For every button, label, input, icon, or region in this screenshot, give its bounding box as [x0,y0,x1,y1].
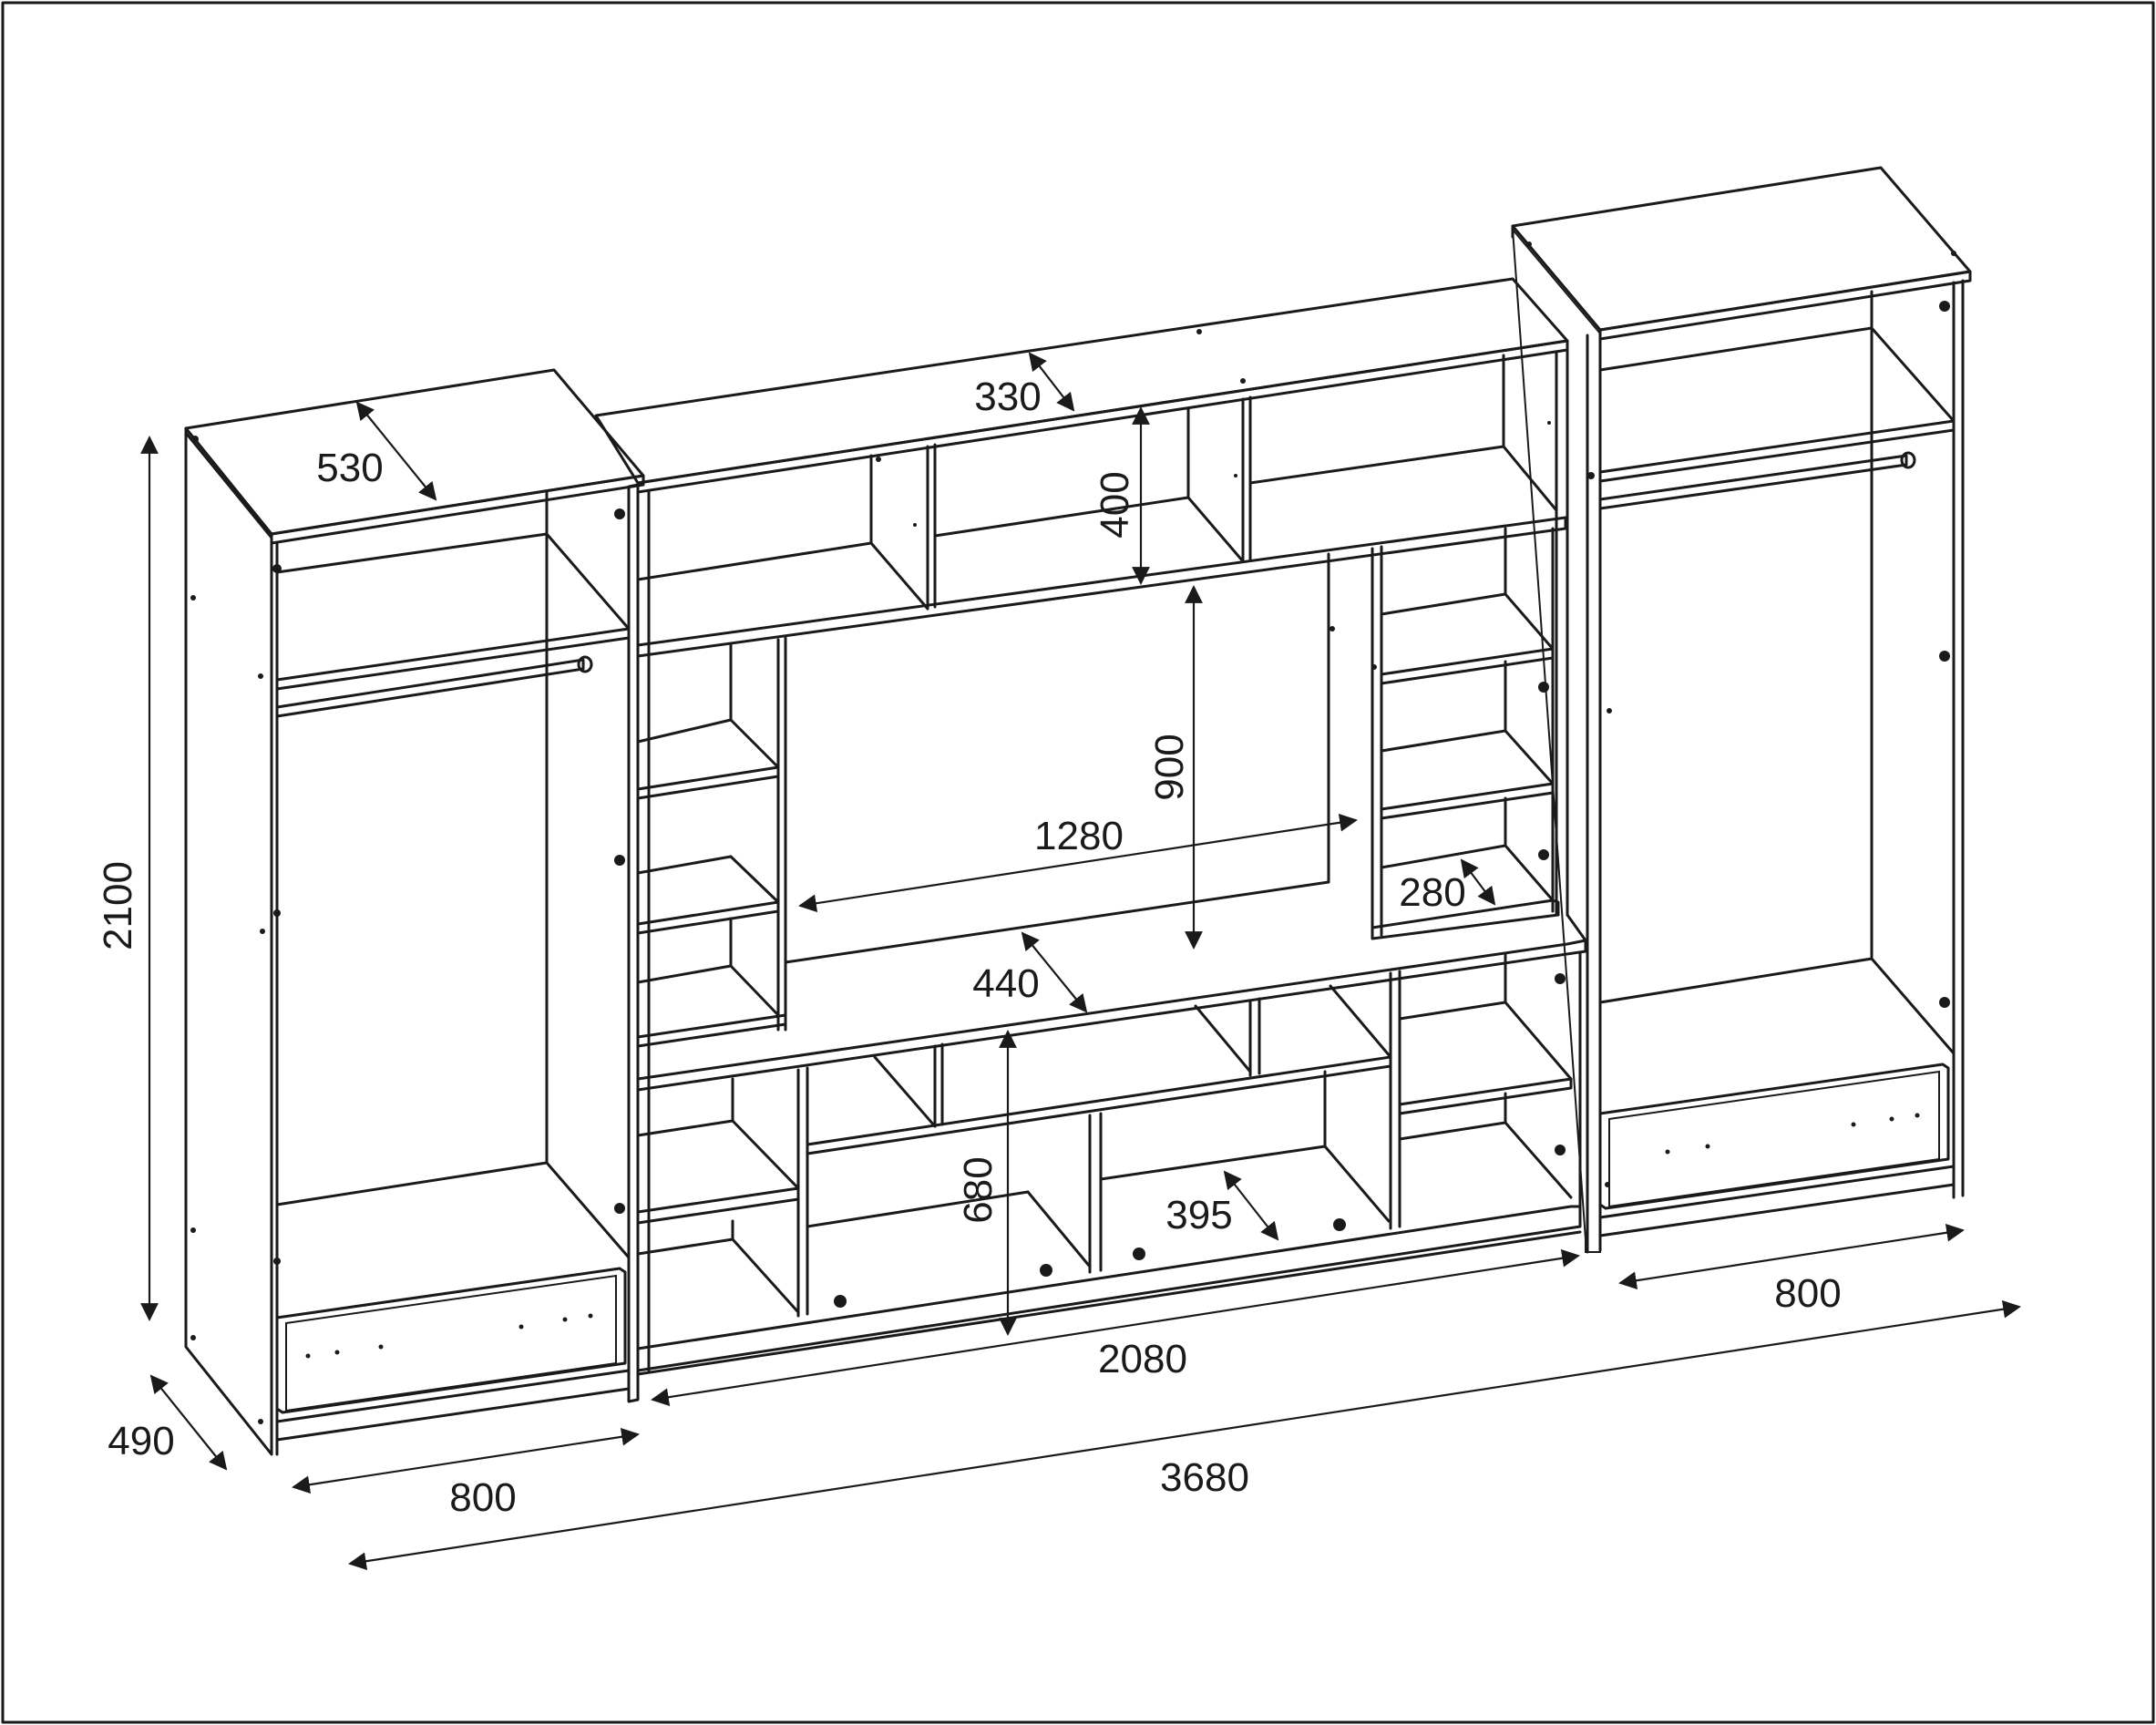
dim-line-1280 [798,813,1358,913]
dim-line-530 [355,401,437,501]
dim-line-3680 [348,1299,2021,1571]
label-width-middle: 2080 [1098,1337,1187,1381]
label-shelf-height-top: 400 [1093,471,1137,538]
label-width-total: 3680 [1160,1455,1249,1500]
label-side-shelf-depth: 280 [1399,870,1465,915]
dim-line-280 [1460,858,1496,906]
dim-line-330 [1028,352,1075,412]
dimension-labels: 2100 490 530 330 400 900 1280 280 440 68… [96,375,1842,1520]
dim-line-490 [149,1374,228,1471]
label-width-left: 800 [449,1475,516,1520]
dim-line-395 [1223,1170,1279,1241]
label-depth-top-middle: 330 [974,375,1041,419]
dimension-lines [140,352,2021,1571]
dim-line-800-right [1618,1223,1965,1290]
label-depth-side: 490 [108,1419,174,1463]
label-depth-top-left: 530 [316,446,383,490]
middle-tv-unit [594,277,1587,1376]
label-tv-niche-height: 900 [1147,734,1192,800]
right-wardrobe [1511,166,1972,1254]
label-lower-height: 680 [956,1156,1001,1223]
left-wardrobe [184,368,645,1456]
label-width-right: 800 [1774,1271,1841,1316]
dim-line-440 [1021,931,1088,1013]
label-tv-shelf-depth: 440 [972,961,1039,1006]
label-height-total: 2100 [96,861,140,950]
label-tv-niche-width: 1280 [1034,814,1124,858]
label-lower-shelf-depth: 395 [1165,1193,1232,1237]
